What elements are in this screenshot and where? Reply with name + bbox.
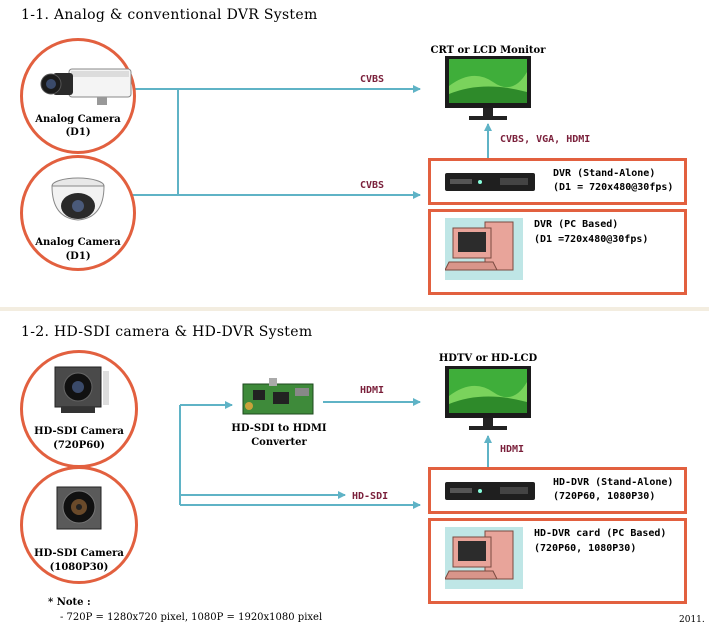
dvr-pc-spec: (D1 =720x480@30fps) bbox=[534, 234, 649, 245]
hd-monitor-label: HDTV or HD-LCD bbox=[438, 353, 538, 364]
dvr-pc-box: DVR (PC Based) (D1 =720x480@30fps) bbox=[428, 209, 687, 295]
signal-label-hd-dvr-out: HDMI bbox=[500, 444, 525, 455]
camera-name: Analog Camera bbox=[35, 114, 121, 125]
board-camera-icon bbox=[54, 366, 109, 413]
hd-monitor-icon bbox=[445, 366, 531, 430]
converter-board-icon bbox=[242, 378, 314, 415]
note-title: * Note : bbox=[48, 597, 91, 608]
hd-dvr-pc-title: HD-DVR card (PC Based) bbox=[534, 528, 667, 539]
camera-resolution: (D1) bbox=[65, 251, 91, 262]
section2-title: 1-2. HD-SDI camera & HD-DVR System bbox=[21, 324, 313, 340]
dvr-unit-icon bbox=[445, 482, 535, 500]
hd-sdi-camera-2-circle: HD-SDI Camera (1080P30) bbox=[20, 466, 138, 584]
hd-sdi-camera-1-circle: HD-SDI Camera (720P60) bbox=[20, 350, 138, 468]
camera-resolution: (D1) bbox=[65, 127, 91, 138]
section-divider bbox=[0, 307, 709, 311]
dvr-title: DVR (Stand-Alone) bbox=[553, 168, 656, 179]
box-camera-icon bbox=[40, 68, 132, 105]
hd-dvr-pc-box: HD-DVR card (PC Based) (720P60, 1080P30) bbox=[428, 518, 687, 604]
converter-label-line2: Converter bbox=[251, 437, 307, 448]
monitor-icon bbox=[445, 56, 531, 120]
camera-name: HD-SDI Camera bbox=[34, 426, 124, 437]
signal-label-cvbs-top: CVBS bbox=[360, 74, 385, 85]
analog-camera-1-circle: Analog Camera (D1) bbox=[20, 38, 136, 154]
signal-label-hdmi-top: HDMI bbox=[360, 385, 385, 396]
monitor-label: CRT or LCD Monitor bbox=[430, 45, 546, 56]
converter-label-line1: HD-SDI to HDMI bbox=[231, 423, 327, 434]
dome-camera-icon bbox=[51, 177, 105, 221]
camera-resolution: (1080P30) bbox=[49, 562, 109, 573]
hd-dvr-spec: (720P60, 1080P30) bbox=[553, 491, 656, 502]
analog-camera-2-circle: Analog Camera (D1) bbox=[20, 155, 136, 271]
dvr-spec: (D1 = 720x480@30fps) bbox=[553, 182, 674, 193]
signal-label-cvbs-mid: CVBS bbox=[360, 180, 385, 191]
dvr-standalone-box: DVR (Stand-Alone) (D1 = 720x480@30fps) bbox=[428, 158, 687, 205]
camera-name: Analog Camera bbox=[35, 237, 121, 248]
signal-label-dvr-out: CVBS, VGA, HDMI bbox=[500, 134, 591, 145]
hd-dvr-pc-spec: (720P60, 1080P30) bbox=[534, 543, 637, 554]
pc-icon bbox=[445, 527, 523, 589]
dvr-unit-icon bbox=[445, 173, 535, 191]
signal-label-hd-sdi-mid: HD-SDI bbox=[352, 491, 389, 502]
year-stamp: 2011. bbox=[679, 615, 705, 625]
board-camera-icon bbox=[56, 486, 102, 530]
dvr-pc-title: DVR (PC Based) bbox=[534, 219, 619, 230]
camera-resolution: (720P60) bbox=[53, 440, 105, 451]
section1-title: 1-1. Analog & conventional DVR System bbox=[21, 7, 318, 23]
pc-icon bbox=[445, 218, 523, 280]
camera-name: HD-SDI Camera bbox=[34, 548, 124, 559]
note-text: - 720P = 1280x720 pixel, 1080P = 1920x10… bbox=[60, 612, 323, 623]
hd-dvr-standalone-box: HD-DVR (Stand-Alone) (720P60, 1080P30) bbox=[428, 467, 687, 514]
hd-dvr-title: HD-DVR (Stand-Alone) bbox=[553, 477, 674, 488]
